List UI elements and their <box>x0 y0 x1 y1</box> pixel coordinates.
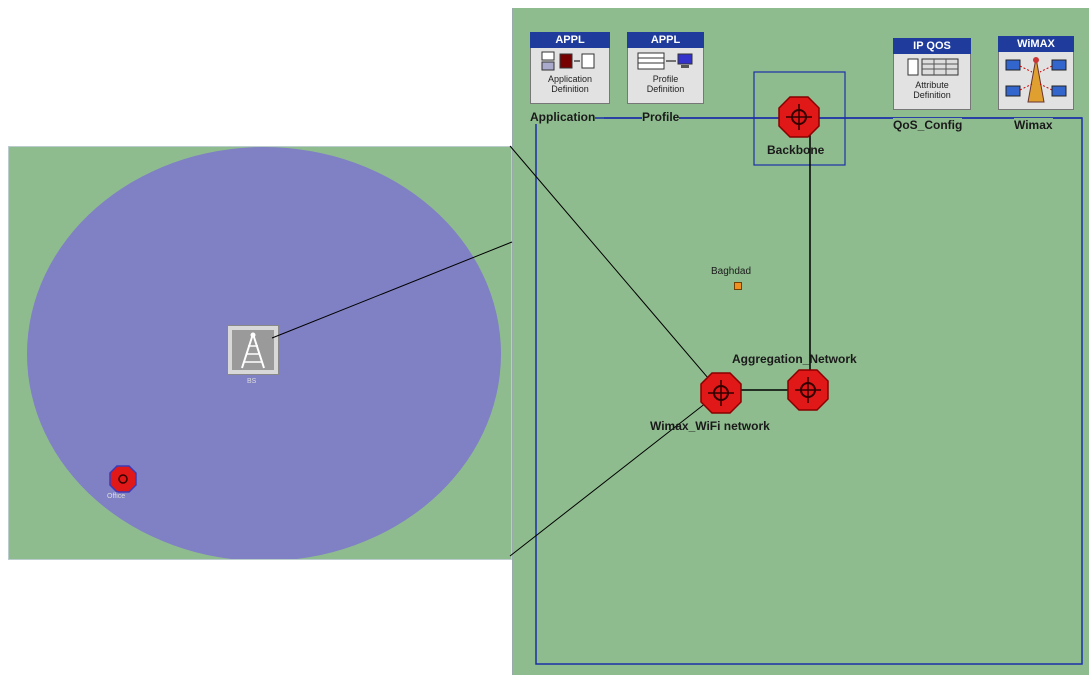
profile-label: Profile <box>642 110 680 124</box>
application-line1: Application <box>547 74 593 84</box>
wimax-badge: WiMAX <box>998 36 1074 52</box>
wimax-wifi-router-icon[interactable] <box>700 372 742 414</box>
qos-config-label: QoS_Config <box>893 118 963 132</box>
backbone-label: Backbone <box>767 143 825 157</box>
application-line2: Definition <box>551 84 589 94</box>
office-router-icon[interactable] <box>109 465 137 493</box>
wimax-wifi-network-label: Wimax_WiFi network <box>650 419 770 433</box>
base-station-label: BS <box>247 378 257 385</box>
application-icon <box>541 51 595 71</box>
aggregation-router-icon[interactable] <box>787 369 829 411</box>
profile-definition-object[interactable]: APPL Profile Definition <box>627 32 704 104</box>
qos-attribute-object[interactable]: IP QOS Attribute Definition <box>893 38 971 110</box>
office-label: Office <box>107 493 126 500</box>
profile-icon <box>637 52 692 70</box>
application-label: Application <box>530 110 596 124</box>
qos-line2: Definition <box>913 90 951 100</box>
qos-icon <box>907 58 959 76</box>
subnet-zoom-view[interactable]: BS Office <box>8 146 512 560</box>
tower-icon <box>232 330 274 370</box>
base-station-icon[interactable] <box>227 325 279 375</box>
aggregation-network-label: Aggregation_Network <box>732 352 857 366</box>
baghdad-marker[interactable] <box>734 282 742 290</box>
application-definition-object[interactable]: APPL Application Definition <box>530 32 610 104</box>
wimax-tower-icon <box>1005 57 1067 103</box>
qos-line1: Attribute <box>915 80 949 90</box>
baghdad-label: Baghdad <box>711 266 752 277</box>
backbone-router-icon[interactable] <box>778 96 820 138</box>
profile-line2: Definition <box>646 84 685 94</box>
wimax-label: Wimax <box>1014 118 1053 132</box>
ipqos-badge: IP QOS <box>893 38 971 54</box>
profile-line1: Profile <box>652 74 679 84</box>
appl-badge-profile: APPL <box>627 32 704 48</box>
appl-badge: APPL <box>530 32 610 48</box>
wimax-config-object[interactable]: WiMAX <box>998 36 1074 110</box>
